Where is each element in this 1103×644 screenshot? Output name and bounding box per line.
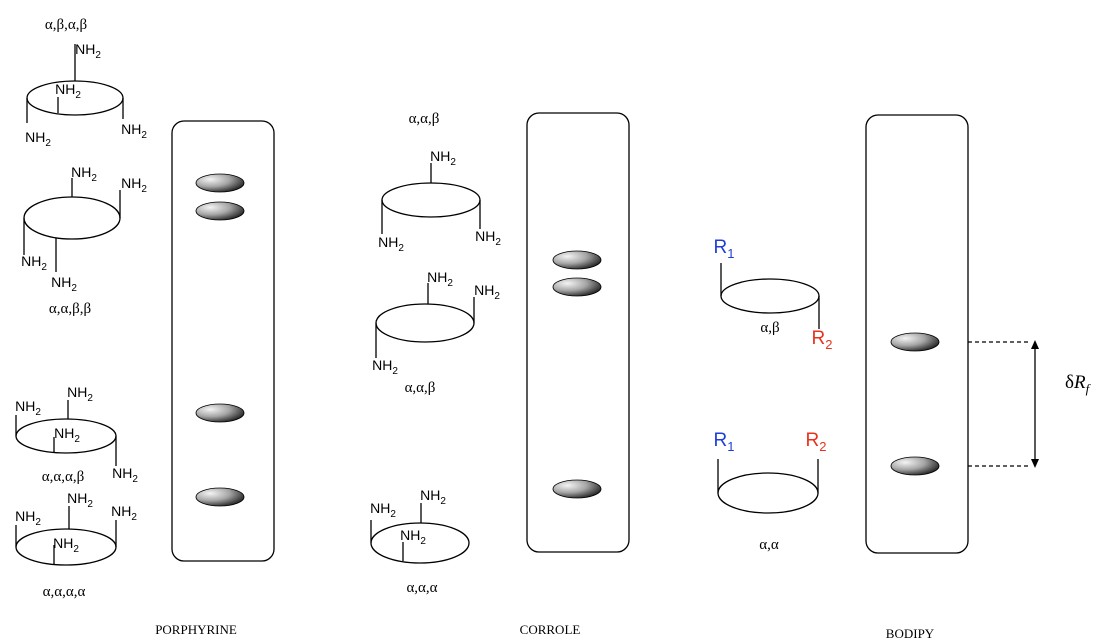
tlc-spot	[195, 403, 245, 423]
amine-label: NH2	[67, 384, 93, 404]
amine-label: NH2	[55, 81, 81, 101]
amine-label: NH2	[372, 357, 398, 377]
amine-label: NH2	[112, 465, 138, 485]
tlc-spot	[552, 479, 602, 499]
tlc-spot	[890, 332, 940, 352]
tlc-spot	[195, 173, 245, 193]
tlc-spot	[195, 201, 245, 221]
amine-label: NH2	[15, 398, 41, 418]
amine-label: NH2	[378, 234, 404, 254]
amine-label: NH2	[370, 500, 396, 520]
corrole-title: CORROLE	[520, 622, 581, 637]
r2-label: R2	[812, 328, 833, 352]
corrole-label-aaa: α,α,α	[406, 580, 437, 596]
corrole-label-aab-2: α,α,β	[405, 380, 436, 396]
amine-label: NH2	[121, 121, 147, 141]
amine-label: NH2	[430, 148, 456, 168]
amine-label: NH2	[75, 41, 101, 61]
amine-label: NH2	[53, 535, 79, 555]
tlc-spot	[195, 487, 245, 507]
corrole-group: α,α,β NH2 NH2 NH2 NH2 NH2 NH2 α,α,β NH2 …	[370, 111, 630, 637]
porphyrine-label-abab: α,β,α,β	[45, 17, 87, 33]
bodipy-ring-ab	[720, 263, 820, 329]
porphyrine-group: α,β,α,β NH2 NH2 NH2 NH2 NH2 NH2 NH2 NH2 …	[15, 17, 275, 637]
tlc-spot	[552, 277, 602, 297]
porphyrine-ring-aabb	[23, 178, 121, 272]
tlc-spot	[890, 456, 940, 476]
amine-label: NH2	[51, 274, 77, 294]
r1-label: R1	[714, 430, 735, 454]
amine-label: NH2	[15, 508, 41, 528]
bodipy-label-aa: α,α	[759, 537, 779, 553]
bodipy-ring-aa	[717, 459, 819, 514]
delta-rf-label: δRf	[1065, 372, 1092, 396]
corrole-ring-aaa	[370, 503, 470, 564]
amine-label: NH2	[71, 164, 97, 184]
bodipy-group: R1 R2 α,β R1 R2 α,α δRf BODIPY	[714, 114, 1092, 641]
amine-label: NH2	[21, 253, 47, 273]
bodipy-tlc-plate	[865, 114, 969, 554]
amine-label: NH2	[121, 175, 147, 195]
porphyrine-label-aaaa: α,α,α,α	[43, 584, 86, 600]
bodipy-label-ab: α,β	[760, 320, 779, 336]
corrole-tlc-plate	[526, 112, 630, 553]
bodipy-title: BODIPY	[886, 626, 935, 641]
amine-label: NH2	[54, 425, 80, 445]
amine-label: NH2	[400, 527, 426, 547]
amine-label: NH2	[25, 129, 51, 149]
tlc-spot	[552, 250, 602, 270]
corrole-ring-aab-1	[381, 163, 481, 234]
porphyrine-ring-aaab	[15, 400, 117, 466]
amine-label: NH2	[474, 282, 500, 302]
corrole-ring-aab-2	[375, 283, 475, 358]
amine-label: NH2	[420, 487, 446, 507]
porphyrine-ring-aaaa	[15, 506, 117, 566]
porphyrine-title: PORPHYRINE	[155, 622, 237, 637]
corrole-label-aab-1: α,α,β	[409, 111, 440, 127]
amine-label: NH2	[111, 503, 137, 523]
porphyrine-label-aaab: α,α,α,β	[42, 469, 84, 485]
r2-label: R2	[806, 430, 827, 454]
porphyrine-tlc-plate	[171, 120, 275, 562]
amine-label: NH2	[67, 490, 93, 510]
r1-label: R1	[714, 237, 735, 261]
amine-label: NH2	[475, 228, 501, 248]
porphyrine-label-aabb: α,α,β,β	[49, 301, 91, 317]
amine-label: NH2	[427, 269, 453, 289]
porphyrine-ring-abab	[26, 44, 124, 123]
